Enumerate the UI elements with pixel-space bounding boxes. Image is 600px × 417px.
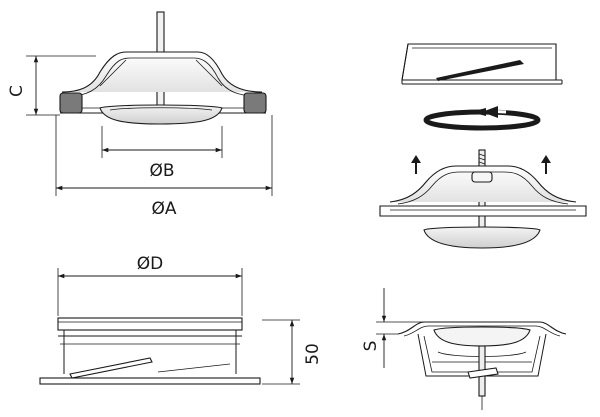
dim-d-label: ØD bbox=[137, 254, 163, 274]
dim-b-label: ØB bbox=[149, 161, 174, 181]
valve-side-view bbox=[59, 11, 267, 125]
dimension-d: ØD bbox=[57, 254, 243, 316]
rotate-arrow-icon bbox=[423, 106, 541, 131]
dimension-s: S bbox=[361, 288, 424, 368]
up-arrow-icon bbox=[411, 155, 551, 174]
dimension-height: 50 bbox=[262, 319, 323, 385]
dimension-a: ØA bbox=[55, 115, 273, 219]
dim-s-label: S bbox=[361, 341, 381, 352]
gasket-left bbox=[59, 92, 83, 114]
step-duct-view bbox=[401, 43, 563, 85]
dim-height-label: 50 bbox=[303, 343, 323, 365]
valve-section-view bbox=[397, 321, 567, 410]
damper-blade bbox=[436, 60, 524, 81]
dimension-c: C bbox=[7, 55, 96, 116]
dimension-b: ØB bbox=[101, 126, 223, 181]
collar-side-view bbox=[39, 317, 261, 385]
valve-disc bbox=[99, 104, 223, 125]
dim-c-label: C bbox=[7, 85, 27, 97]
valve-body bbox=[61, 51, 263, 93]
gasket-right bbox=[243, 92, 267, 114]
step-lift-view bbox=[379, 149, 587, 249]
dim-a-label: ØA bbox=[151, 199, 176, 219]
